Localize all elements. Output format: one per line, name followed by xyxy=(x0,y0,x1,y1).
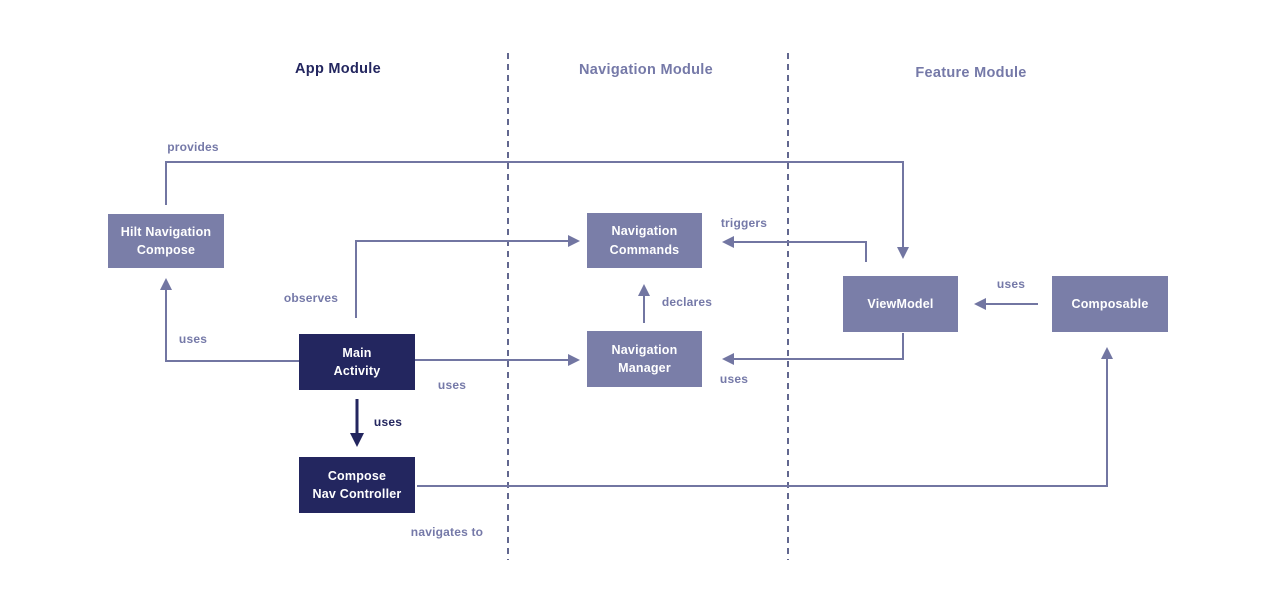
module-title-navigation: Navigation Module xyxy=(579,62,713,78)
node-label: ViewModel xyxy=(867,296,934,311)
node-hilt-navigation-compose: Hilt Navigation Compose xyxy=(108,214,224,268)
node-label: Navigation xyxy=(611,224,678,239)
node-label: Composable xyxy=(1071,296,1149,311)
connector-uses-composable-to-viewmodel xyxy=(974,298,1038,310)
connector-uses-main-to-manager xyxy=(415,354,580,366)
edge-label-uses-main-to-manager: uses xyxy=(437,378,467,392)
connector-triggers xyxy=(722,236,867,262)
module-title-app: App Module xyxy=(295,61,381,77)
connector-uses-viewmodel-to-manager xyxy=(722,333,904,365)
connector-uses-main-to-controller xyxy=(350,399,364,447)
edge-label-navigates-to: navigates to xyxy=(410,525,484,539)
node-label: Hilt Navigation xyxy=(120,224,212,239)
node-label: Navigation xyxy=(611,342,678,357)
node-label: Manager xyxy=(618,361,671,375)
node-viewmodel: ViewModel xyxy=(843,276,958,332)
edge-label-provides: provides xyxy=(167,140,219,154)
edge-label-uses-main-to-hilt: uses xyxy=(178,332,208,346)
connector-navigates-to xyxy=(417,347,1113,487)
edge-label-uses-composable-to-viewmodel: uses xyxy=(996,277,1026,291)
node-main-activity: Main Activity xyxy=(299,334,415,390)
module-title-feature: Feature Module xyxy=(915,65,1027,81)
node-navigation-manager: Navigation Manager xyxy=(587,331,702,387)
node-navigation-commands: Navigation Commands xyxy=(587,213,702,268)
edge-label-declares: declares xyxy=(661,295,713,309)
node-label: Nav Controller xyxy=(312,487,402,501)
node-label: Activity xyxy=(333,364,381,378)
node-label: Compose xyxy=(327,468,387,483)
node-label: Main xyxy=(342,345,372,360)
connector-provides xyxy=(165,161,909,259)
node-label: Compose xyxy=(136,243,196,257)
node-label: Commands xyxy=(609,242,680,257)
connector-uses-main-to-hilt xyxy=(160,278,299,362)
edge-label-triggers: triggers xyxy=(720,216,768,230)
node-composable: Composable xyxy=(1052,276,1168,332)
edge-label-uses-main-to-controller: uses xyxy=(373,415,403,429)
connector-observes xyxy=(355,235,580,318)
edge-label-observes: observes xyxy=(283,291,339,305)
edge-label-uses-viewmodel-to-manager: uses xyxy=(719,372,749,386)
node-compose-nav-controller: Compose Nav Controller xyxy=(299,457,415,513)
connector-declares xyxy=(638,284,650,323)
